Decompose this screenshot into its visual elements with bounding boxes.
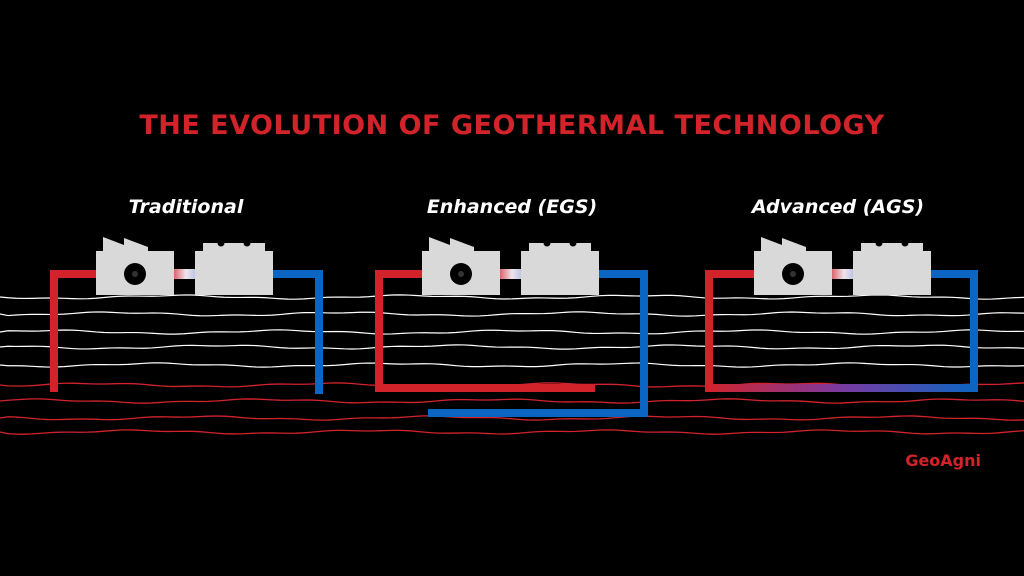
brand-label: GeoAgni (905, 451, 981, 470)
strata-line (0, 429, 1024, 435)
strata-line (0, 398, 1024, 404)
cold-pipe (272, 270, 323, 394)
factory-building-icon (422, 237, 500, 295)
hot-pipe (705, 270, 755, 388)
strata-line (0, 415, 1024, 421)
page-title: THE EVOLUTION OF GEOTHERMAL TECHNOLOGY (139, 110, 884, 141)
label-advanced-ags: Advanced (AGS) (750, 196, 924, 218)
factory-building-icon (96, 237, 174, 295)
strata-line (0, 329, 1024, 335)
label-enhanced-egs: Enhanced (EGS) (427, 196, 597, 218)
hot-pipe (50, 270, 100, 392)
closed-loop-pipe (705, 384, 978, 392)
heat-exchanger-icon (195, 239, 273, 295)
hot-pipe (375, 270, 595, 392)
connector-pipe (168, 269, 204, 279)
system-enhanced-egs (375, 237, 648, 417)
system-advanced-ags (705, 237, 978, 392)
cold-pipe (428, 270, 648, 417)
strata-line (0, 294, 1024, 300)
strata-line (0, 311, 1024, 317)
label-traditional: Traditional (129, 196, 244, 218)
connector-pipe (494, 269, 530, 279)
cold-pipe (929, 270, 978, 388)
strata-line (0, 362, 1024, 368)
connector-pipe (826, 269, 862, 279)
heat-exchanger-icon (853, 239, 931, 295)
system-traditional (50, 237, 323, 394)
factory-building-icon (754, 237, 832, 295)
strata-line (0, 344, 1024, 350)
heat-exchanger-icon (521, 239, 599, 295)
